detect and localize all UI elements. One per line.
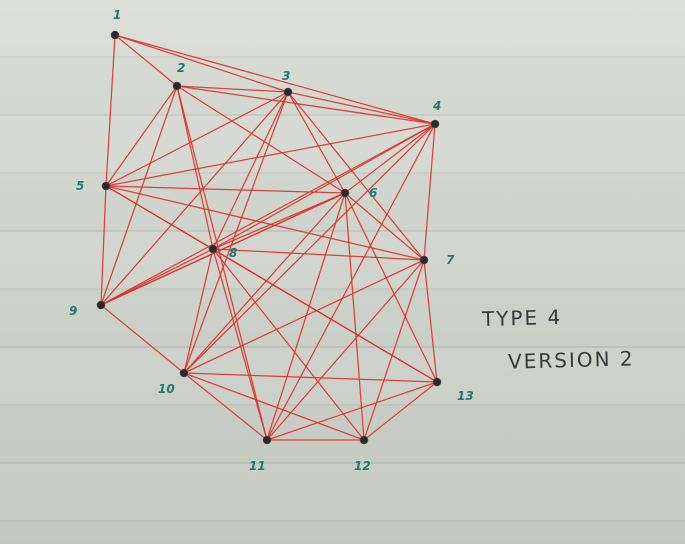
edge-7-13	[423, 259, 438, 383]
node-label-3: 3	[282, 69, 290, 83]
node-label-4: 4	[432, 99, 441, 113]
node-13	[432, 377, 442, 387]
edge-7-8	[212, 248, 425, 261]
edge-8-13	[212, 248, 438, 383]
edge-1-3	[114, 34, 289, 93]
edge-3-9	[100, 91, 289, 306]
edge-8-11	[212, 248, 268, 441]
edge-4-10	[183, 123, 436, 374]
edge-2-6	[176, 85, 346, 194]
edge-10-12	[183, 372, 365, 441]
node-label-5: 5	[76, 179, 84, 193]
node-label-9: 9	[69, 304, 77, 318]
edge-4-9	[100, 123, 436, 306]
edge-9-6	[100, 192, 346, 306]
edge-6-12	[344, 192, 365, 441]
type-note: TYPE 4	[481, 304, 563, 332]
node-9	[96, 300, 106, 310]
edge-1-5	[105, 34, 116, 187]
edge-7-12	[363, 259, 425, 441]
node-label-10: 10	[158, 382, 175, 396]
node-label-2: 2	[177, 61, 185, 75]
edge-5-6	[105, 185, 346, 194]
edge-3-7	[287, 91, 425, 261]
edge-8-10	[183, 248, 214, 374]
edge-2-5	[105, 85, 178, 187]
edge-11-13	[266, 381, 438, 441]
edge-4-5	[105, 123, 436, 187]
edge-2-4	[176, 85, 436, 125]
node-label-1: 1	[113, 8, 121, 22]
graph-nodes	[96, 30, 442, 445]
edge-4-6	[344, 123, 436, 194]
edge-3-8	[212, 91, 289, 250]
edge-8-12	[212, 248, 365, 441]
edge-1-4	[114, 34, 436, 125]
node-3	[283, 87, 293, 97]
edge-6-11	[266, 192, 346, 441]
node-label-7: 7	[446, 253, 455, 267]
node-label-11: 11	[249, 459, 266, 473]
node-label-8: 8	[229, 246, 237, 260]
edge-12-13	[363, 381, 438, 441]
graph-edges	[100, 34, 438, 441]
edge-2-3	[176, 85, 289, 93]
edge-4-8	[212, 123, 436, 250]
edge-4-11	[266, 123, 436, 441]
edge-4-7	[423, 123, 436, 261]
node-label-6: 6	[369, 186, 377, 200]
edge-2-11	[176, 85, 268, 441]
edge-6-10	[183, 192, 346, 374]
edge-2-8	[176, 85, 214, 250]
edge-10-13	[183, 372, 438, 383]
node-8	[208, 244, 218, 254]
node-1	[110, 30, 120, 40]
node-12	[359, 435, 369, 445]
edge-9-10	[100, 304, 185, 374]
edge-2-9	[100, 85, 178, 306]
edge-7-11	[266, 259, 425, 441]
edge-3-6	[287, 91, 346, 194]
node-label-12: 12	[354, 459, 371, 473]
edge-10-11	[183, 372, 268, 441]
edge-1-2	[114, 34, 178, 87]
edge-3-4	[287, 91, 436, 125]
edge-6-13	[344, 192, 438, 383]
edge-6-8	[212, 192, 346, 250]
node-5	[101, 181, 111, 191]
node-10	[179, 368, 189, 378]
edge-5-9	[100, 185, 107, 306]
version-note: VERSION 2	[507, 346, 635, 374]
node-11	[262, 435, 272, 445]
edge-3-5	[105, 91, 289, 187]
node-4	[430, 119, 440, 129]
node-label-13: 13	[457, 389, 474, 403]
edge-10-7	[183, 259, 425, 374]
node-6	[340, 188, 350, 198]
edge-8-9	[100, 248, 214, 306]
edge-6-7	[344, 192, 425, 261]
node-2	[172, 81, 182, 91]
node-7	[419, 255, 429, 265]
